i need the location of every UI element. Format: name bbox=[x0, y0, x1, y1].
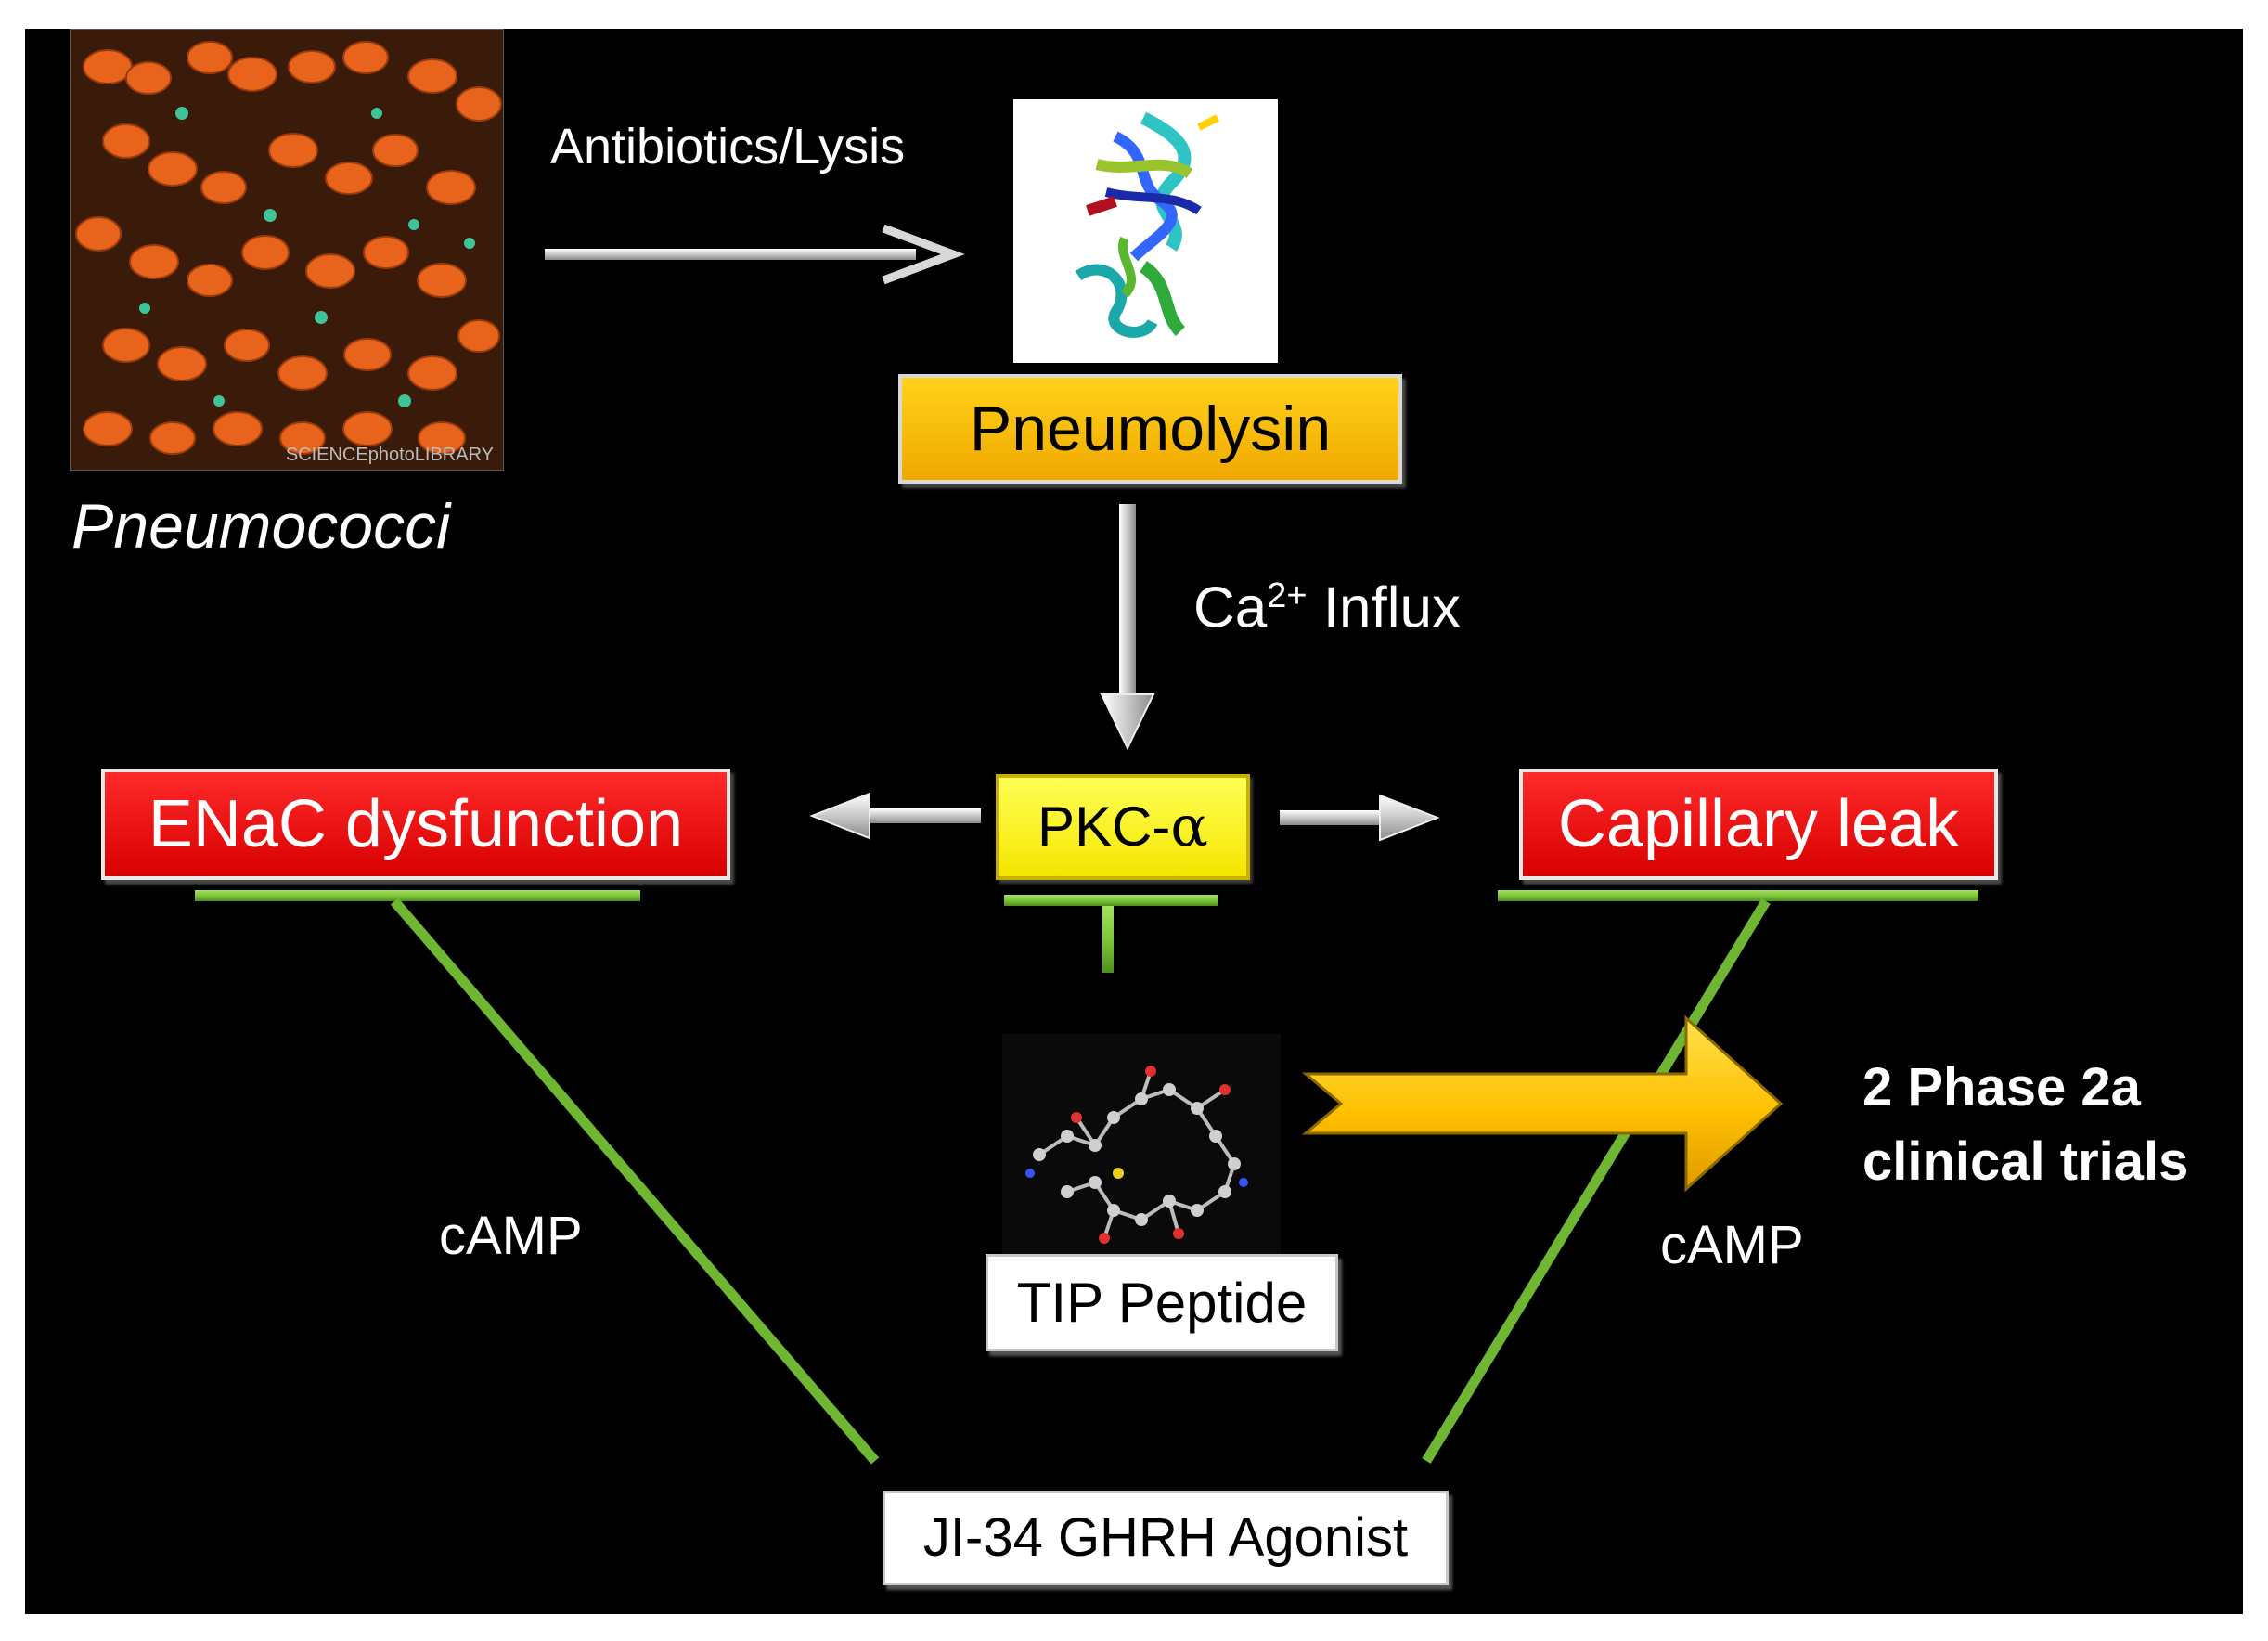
arrow-pneumolysin-to-pkc bbox=[1100, 504, 1155, 751]
protein-ribbon-icon bbox=[1075, 111, 1219, 338]
ca-influx-label: Ca2+ Influx bbox=[1193, 578, 1461, 638]
tip-peptide-box: TIP Peptide bbox=[986, 1254, 1338, 1351]
camp-label-left: cAMP bbox=[439, 1206, 583, 1266]
arrow-pkc-to-enac bbox=[809, 792, 981, 840]
pneumolysin-label: Pneumolysin bbox=[969, 394, 1332, 464]
camp-line-left bbox=[390, 898, 880, 1465]
bacteria-image bbox=[71, 30, 503, 470]
inhibition-bar-capillary bbox=[1498, 890, 1978, 901]
pneumococci-micrograph: SCIENCEphotoLIBRARY bbox=[70, 29, 504, 471]
molecule-icon bbox=[1025, 1066, 1248, 1244]
pneumococci-caption: Pneumococci bbox=[71, 491, 451, 562]
enac-label: ENaC dysfunction bbox=[148, 787, 684, 861]
inhibition-bar-pkc bbox=[1004, 895, 1218, 906]
arrow-to-pneumolysin bbox=[545, 224, 965, 285]
pkc-greek: α bbox=[1170, 795, 1208, 859]
arrow-pkc-to-capillary bbox=[1280, 794, 1440, 842]
antibiotics-label: Antibiotics/Lysis bbox=[550, 119, 906, 174]
clinical-trials-arrow bbox=[1301, 1014, 1784, 1193]
influx-text: Influx bbox=[1307, 575, 1462, 640]
tip-label: TIP Peptide bbox=[1016, 1271, 1308, 1334]
trials-line-2: clinical trials bbox=[1862, 1131, 2189, 1192]
diagram-canvas: SCIENCEphotoLIBRARY Pneumococci Antibiot… bbox=[25, 29, 2243, 1614]
camp-label-right: cAMP bbox=[1660, 1215, 1804, 1275]
ca-superscript: 2+ bbox=[1267, 576, 1308, 615]
capillary-label: Capillary leak bbox=[1557, 787, 1960, 861]
pneumolysin-box: Pneumolysin bbox=[898, 374, 1402, 484]
trials-line-1: 2 Phase 2a bbox=[1862, 1057, 2141, 1118]
protein-structure-image bbox=[1013, 99, 1278, 363]
inhibition-stem-tip bbox=[1102, 906, 1114, 973]
ji34-agonist-box: JI-34 GHRH Agonist bbox=[883, 1491, 1449, 1585]
image-credit: SCIENCEphotoLIBRARY bbox=[285, 445, 494, 465]
diagram-connectors bbox=[195, 224, 1978, 1465]
capillary-leak-box: Capillary leak bbox=[1519, 769, 1998, 880]
enac-dysfunction-box: ENaC dysfunction bbox=[101, 769, 730, 880]
peptide-structure-image bbox=[1002, 1034, 1281, 1278]
inhibition-bar-enac bbox=[195, 890, 640, 901]
ca-base: Ca bbox=[1193, 575, 1268, 640]
pkc-label: PKC- bbox=[1037, 795, 1171, 858]
pkc-alpha-box: PKC-α bbox=[996, 774, 1250, 880]
ji34-label: JI-34 GHRH Agonist bbox=[922, 1507, 1409, 1568]
camp-line-right bbox=[1422, 898, 1771, 1464]
